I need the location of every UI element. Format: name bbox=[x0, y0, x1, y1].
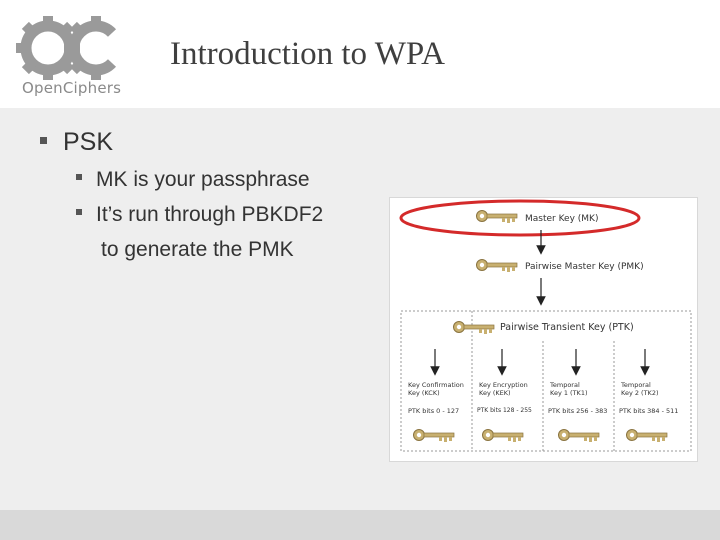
key-icon bbox=[558, 429, 600, 443]
logo-text: OpenCiphers bbox=[22, 79, 122, 97]
pmk-label: Pairwise Master Key (PMK) bbox=[525, 262, 644, 272]
kck-bits: PTK bits 0 - 127 bbox=[408, 407, 460, 415]
column-name: Key (KEK) bbox=[479, 389, 511, 397]
tk1-bits: PTK bits 256 - 383 bbox=[548, 407, 608, 415]
kck-label: Key Confirmation Key (KCK) bbox=[408, 381, 464, 397]
master-key-label: Master Key (MK) bbox=[525, 214, 599, 224]
kek-bits: PTK bits 128 - 255 bbox=[477, 407, 532, 414]
column-name: Key 1 (TK1) bbox=[550, 389, 588, 397]
slide-title: Introduction to WPA bbox=[170, 36, 446, 72]
kek-label: Key Encryption Key (KEK) bbox=[479, 381, 528, 397]
slide-header: OpenCiphers Introduction to WPA bbox=[0, 0, 720, 108]
key-icon bbox=[626, 429, 668, 443]
column-name: Temporal bbox=[621, 381, 651, 389]
bullet-pbkdf2: It’s run through PBKDF2 bbox=[76, 203, 323, 227]
square-bullet-icon bbox=[76, 174, 82, 181]
column-name: Key Encryption bbox=[479, 381, 528, 389]
key-icon bbox=[476, 210, 518, 224]
ptk-box bbox=[400, 310, 692, 452]
square-bullet-icon bbox=[40, 136, 47, 144]
key-icon bbox=[482, 429, 524, 443]
bullet-psk: PSK bbox=[40, 128, 113, 157]
open-ciphers-logo-icon bbox=[16, 16, 117, 80]
key-icon bbox=[453, 321, 495, 335]
key-hierarchy-diagram: Master Key (MK) Pairwise Master Key (PMK… bbox=[389, 197, 698, 462]
tk1-label: Temporal Key 1 (TK1) bbox=[550, 381, 588, 397]
master-key-highlight bbox=[399, 199, 641, 237]
ptk-label: Pairwise Transient Key (PTK) bbox=[500, 322, 634, 333]
column-name: Key Confirmation bbox=[408, 381, 464, 389]
bullet-pbkdf2-continuation: to generate the PMK bbox=[101, 238, 294, 261]
square-bullet-icon bbox=[76, 209, 82, 216]
bullet-text: MK is your passphrase bbox=[96, 168, 310, 191]
diagram-graphics bbox=[399, 199, 692, 452]
bullet-text: PSK bbox=[63, 128, 114, 156]
key-icon bbox=[476, 259, 518, 273]
key-icon bbox=[413, 429, 455, 443]
slide-footer bbox=[0, 510, 720, 540]
tk2-label: Temporal Key 2 (TK2) bbox=[621, 381, 659, 397]
bullet-mk: MK is your passphrase bbox=[76, 168, 310, 192]
column-name: Key (KCK) bbox=[408, 389, 440, 397]
bullet-text: It’s run through PBKDF2 bbox=[96, 203, 324, 226]
column-name: Temporal bbox=[550, 381, 580, 389]
tk2-bits: PTK bits 384 - 511 bbox=[619, 407, 679, 415]
column-name: Key 2 (TK2) bbox=[621, 389, 659, 397]
